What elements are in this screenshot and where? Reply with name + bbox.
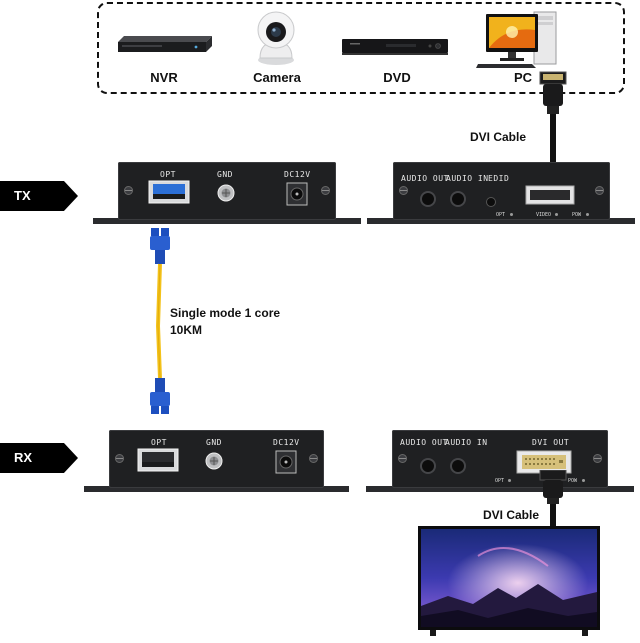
dvi-in-port-icon[interactable] [525, 185, 575, 210]
tx-edid-label: EDID [488, 174, 510, 183]
fiber-spec-line2: 10KM [170, 323, 203, 337]
gnd-terminal-icon[interactable] [205, 452, 223, 475]
tx-led-opt-label: OPT [496, 212, 506, 218]
tx-tag: TX [0, 181, 78, 211]
dvi-cable-bottom [528, 469, 578, 535]
rx-dvi-out-label: DVI OUT [532, 438, 570, 447]
led-opt-icon [510, 213, 513, 216]
audio-out-jack-icon[interactable] [422, 460, 434, 472]
led-video-icon [555, 213, 558, 216]
screw [399, 186, 408, 195]
tx-dc-label: DC12V [284, 170, 311, 179]
led-pow-icon [582, 479, 585, 482]
dvi-cable-top-label: DVI Cable [470, 130, 527, 144]
tx-back-flange [367, 218, 635, 224]
tx-gnd-label: GND [217, 170, 233, 179]
fiber-spec-line1: Single mode 1 core [170, 306, 281, 320]
screw [124, 186, 133, 195]
rx-led-pow-label: POW [568, 478, 578, 484]
dvi-out-port-icon[interactable] [516, 450, 572, 479]
dvd-player-icon [340, 36, 452, 63]
edid-switch-icon[interactable] [487, 198, 495, 206]
tx-front-flange [93, 218, 361, 224]
fiber-cable-icon [140, 226, 180, 421]
pc-icon [476, 8, 560, 75]
camera-label: Camera [253, 70, 301, 85]
screw [593, 454, 602, 463]
led-opt-icon [508, 479, 511, 482]
gnd-terminal-icon[interactable] [217, 184, 235, 207]
rx-front-flange [84, 486, 349, 492]
dvd-label: DVD [383, 70, 411, 85]
nvr-label: NVR [150, 70, 178, 85]
audio-in-jack-icon[interactable] [452, 193, 464, 205]
tx-audio-in-label: AUDIO IN [446, 174, 489, 183]
tx-led-pow-label: POW [572, 212, 582, 218]
rx-back-flange [366, 486, 634, 492]
screw [321, 186, 330, 195]
screw [595, 186, 604, 195]
dc-power-jack-icon[interactable] [286, 182, 308, 211]
tx-audio-out-label: AUDIO OUT [401, 174, 449, 183]
dvi-cable-bottom-label: DVI Cable [483, 508, 540, 522]
rx-dc-label: DC12V [273, 438, 300, 447]
nvr-icon [114, 32, 214, 61]
pc-label: PC [513, 70, 533, 85]
rx-back-panel: AUDIO OUT AUDIO IN DVI OUT OPT POW [392, 430, 608, 488]
tx-opt-label: OPT [160, 170, 176, 179]
rx-opt-label: OPT [151, 438, 167, 447]
screw [309, 454, 318, 463]
tx-led-video-label: VIDEO [536, 212, 552, 218]
audio-out-jack-icon[interactable] [422, 193, 434, 205]
screw [398, 454, 407, 463]
tv-icon [418, 526, 600, 643]
rx-audio-out-label: AUDIO OUT [400, 438, 448, 447]
sfp-module-icon[interactable] [137, 448, 179, 477]
rx-led-opt-label: OPT [495, 478, 505, 484]
rx-tag: RX [0, 443, 78, 473]
tx-front-panel: OPT GND DC12V [118, 162, 336, 220]
sfp-module-icon[interactable] [148, 180, 190, 209]
screw [115, 454, 124, 463]
dc-power-jack-icon[interactable] [275, 450, 297, 479]
led-pow-icon [586, 213, 589, 216]
source-devices-group [97, 2, 625, 94]
rx-audio-in-label: AUDIO IN [445, 438, 488, 447]
rx-front-panel: OPT GND DC12V [109, 430, 324, 488]
tx-back-panel: AUDIO OUT AUDIO IN EDID OPT VIDEO POW [393, 162, 610, 220]
rx-gnd-label: GND [206, 438, 222, 447]
camera-icon [250, 8, 302, 71]
audio-in-jack-icon[interactable] [452, 460, 464, 472]
